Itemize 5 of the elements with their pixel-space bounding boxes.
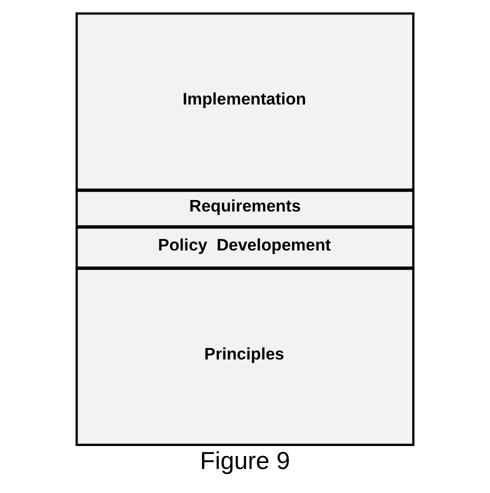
node-box: Requirements xyxy=(76,189,414,227)
node-box: Policy Developement xyxy=(76,226,414,268)
node-box: Principles xyxy=(76,267,414,446)
caption: Figure 9 xyxy=(200,447,290,474)
node-box: Implementation xyxy=(76,12,414,190)
